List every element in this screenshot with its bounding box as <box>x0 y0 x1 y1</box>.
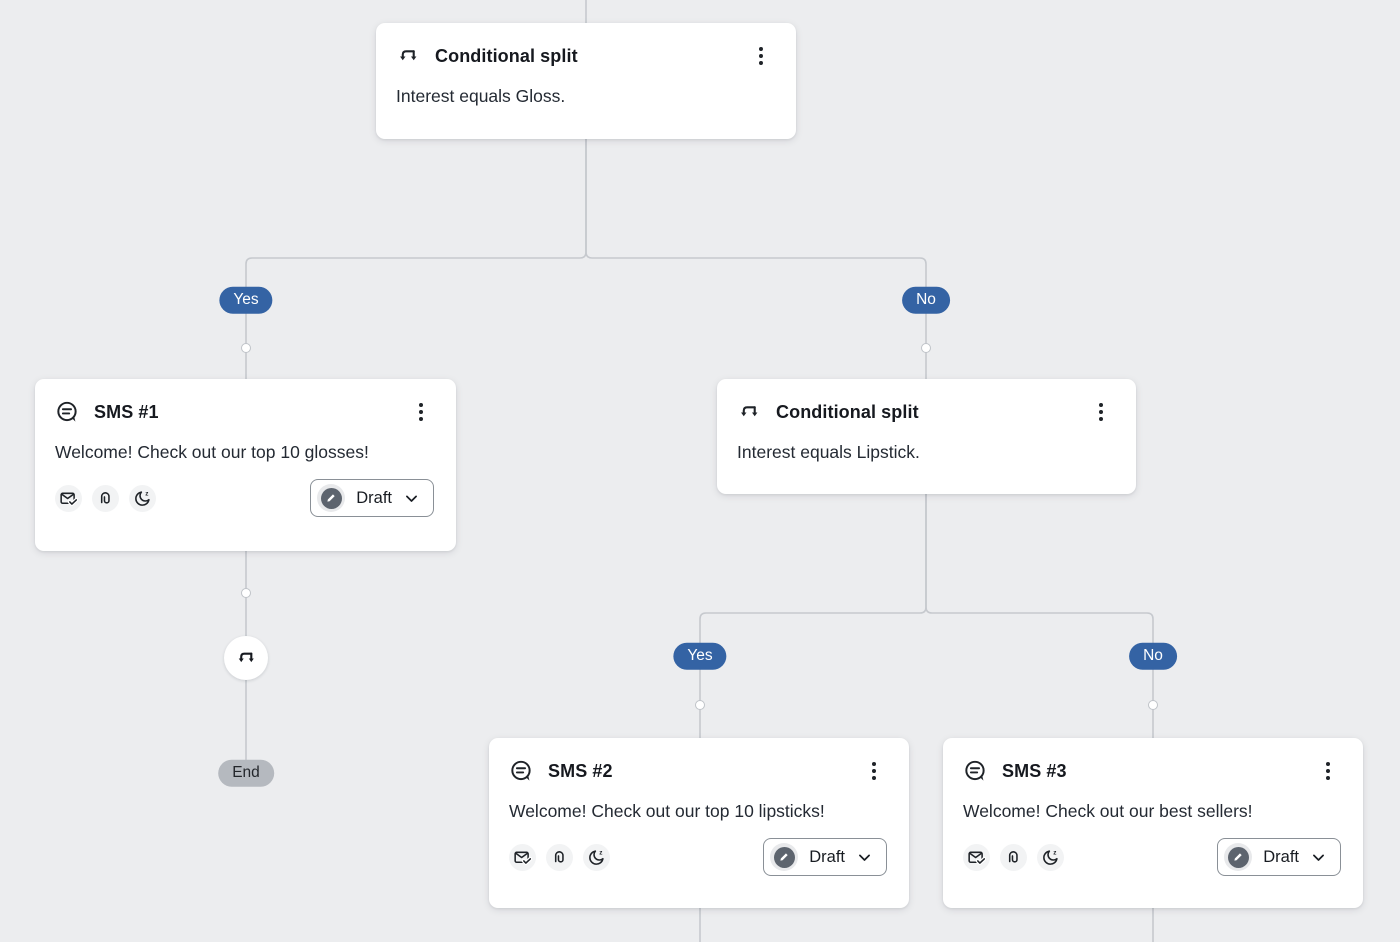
branch-yes-badge: Yes <box>673 642 727 670</box>
node-title: SMS #1 <box>94 401 159 422</box>
status-halo <box>1224 843 1253 871</box>
status-label: Draft <box>356 488 392 507</box>
node-description: Welcome! Check out our top 10 glosses! <box>55 442 369 462</box>
card-footer: z Draft <box>55 479 434 517</box>
status-halo <box>770 843 799 871</box>
add-step-dot[interactable] <box>241 343 251 353</box>
status-dropdown[interactable]: Draft <box>763 838 887 876</box>
node-title: SMS #3 <box>1002 760 1067 781</box>
node-description: Interest equals Gloss. <box>396 86 566 106</box>
add-step-dot[interactable] <box>695 700 705 710</box>
envelope-check-icon <box>55 484 82 512</box>
kebab-menu-icon[interactable] <box>861 758 887 784</box>
node-card-sms-2[interactable]: SMS #2 Welcome! Check out our top 10 lip… <box>489 738 909 908</box>
envelope-check-icon <box>963 843 990 871</box>
chat-bubble-icon <box>509 759 534 784</box>
status-label: Draft <box>809 847 845 866</box>
svg-text:z: z <box>1053 849 1056 856</box>
split-arrows-icon <box>737 400 762 425</box>
card-header: Conditional split <box>396 43 774 69</box>
split-arrows-icon <box>396 44 421 69</box>
card-footer: z Draft <box>509 838 887 876</box>
node-card-sms-1[interactable]: SMS #1 Welcome! Check out our top 10 glo… <box>35 379 456 551</box>
pencil-icon <box>773 846 795 868</box>
end-of-flow-badge: End <box>218 759 274 787</box>
chevron-down-icon <box>1313 854 1324 861</box>
add-step-dot[interactable] <box>241 588 251 598</box>
node-description: Interest equals Lipstick. <box>737 442 920 462</box>
split-node-circle[interactable] <box>224 636 268 680</box>
pencil-icon <box>320 487 342 509</box>
add-step-dot[interactable] <box>921 343 931 353</box>
node-description: Welcome! Check out our top 10 lipsticks! <box>509 801 825 821</box>
card-header: SMS #1 <box>55 399 434 425</box>
envelope-check-icon <box>509 843 536 871</box>
branch-no-badge: No <box>1129 642 1177 670</box>
card-header: SMS #3 <box>963 758 1341 784</box>
card-footer: z Draft <box>963 838 1341 876</box>
chevron-down-icon <box>406 495 417 502</box>
status-dropdown[interactable]: Draft <box>1217 838 1341 876</box>
node-title: SMS #2 <box>548 760 613 781</box>
split-arrows-icon <box>238 652 254 662</box>
card-header: Conditional split <box>737 399 1114 425</box>
status-halo <box>317 484 346 512</box>
paperclip-icon <box>92 484 119 512</box>
moon-z-icon: z <box>583 843 610 871</box>
branch-yes-badge: Yes <box>219 286 273 314</box>
kebab-menu-icon[interactable] <box>748 43 774 69</box>
svg-text:z: z <box>145 490 148 497</box>
node-title: Conditional split <box>435 45 578 66</box>
moon-z-icon: z <box>129 484 156 512</box>
kebab-menu-icon[interactable] <box>1088 399 1114 425</box>
kebab-menu-icon[interactable] <box>408 399 434 425</box>
kebab-menu-icon[interactable] <box>1315 758 1341 784</box>
node-card-conditional-split-1[interactable]: Conditional split Interest equals Gloss. <box>376 23 796 139</box>
status-dropdown[interactable]: Draft <box>310 479 434 517</box>
pencil-icon <box>1227 846 1249 868</box>
node-title: Conditional split <box>776 401 919 422</box>
node-card-conditional-split-2[interactable]: Conditional split Interest equals Lipsti… <box>717 379 1136 494</box>
status-label: Draft <box>1263 847 1299 866</box>
branch-no-badge: No <box>902 286 950 314</box>
chevron-down-icon <box>859 854 870 861</box>
card-header: SMS #2 <box>509 758 887 784</box>
moon-z-icon: z <box>1037 843 1064 871</box>
node-card-sms-3[interactable]: SMS #3 Welcome! Check out our best selle… <box>943 738 1363 908</box>
chat-bubble-icon <box>963 759 988 784</box>
svg-text:z: z <box>599 849 602 856</box>
chat-bubble-icon <box>55 400 80 425</box>
paperclip-icon <box>1000 843 1027 871</box>
add-step-dot[interactable] <box>1148 700 1158 710</box>
node-description: Welcome! Check out our best sellers! <box>963 801 1253 821</box>
paperclip-icon <box>546 843 573 871</box>
